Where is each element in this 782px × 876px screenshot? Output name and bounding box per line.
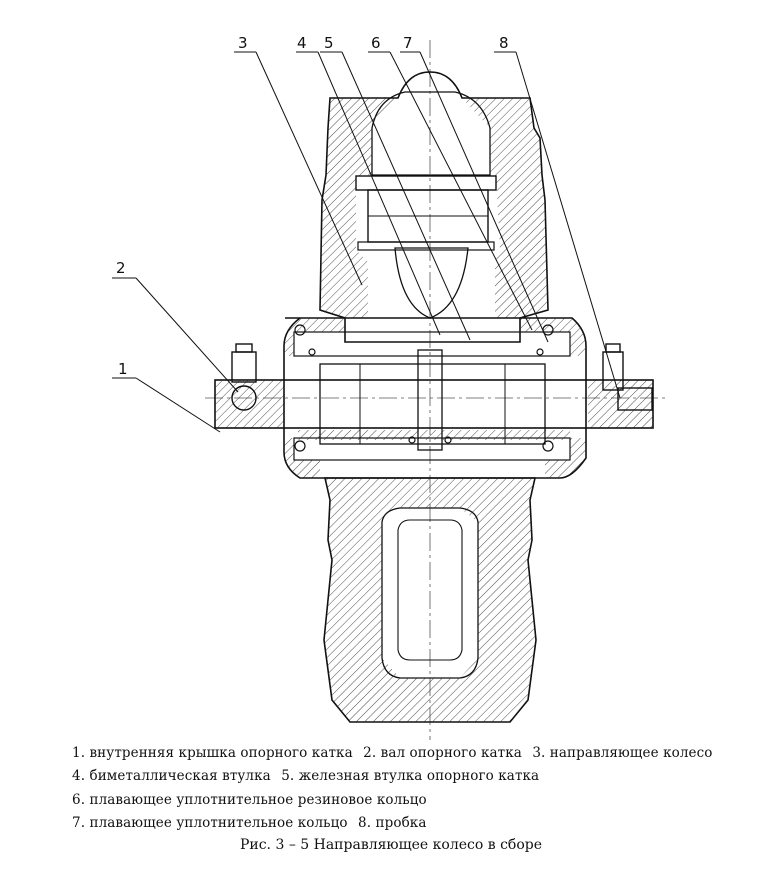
legend-item-8: 8. пробка: [358, 815, 427, 831]
callout-5: 5: [324, 34, 334, 52]
figure-caption: Рис. 3 – 5 Направляющее колесо в сборе: [239, 837, 543, 853]
legend-item-7: 7. плавающее уплотнительное кольцо: [72, 815, 348, 831]
legend-line-3: 6. плавающее уплотнительное резиновое ко…: [72, 792, 433, 808]
callout-1: 1: [118, 360, 128, 378]
callout-3: 3: [238, 34, 248, 52]
callout-8: 8: [499, 34, 509, 52]
legend-item-1: 1. внутренняя крышка опорного катка: [72, 745, 353, 761]
legend-item-3: 3. направляющее колесо: [532, 745, 713, 761]
legend-item-4: 4. биметаллическая втулка: [72, 768, 271, 784]
leader-lines: [112, 51, 621, 433]
plug-left: [231, 343, 257, 411]
callout-7: 7: [403, 34, 413, 52]
callout-6: 6: [371, 34, 381, 52]
legend-line-1: 1. внутренняя крышка опорного катка 2. в…: [72, 745, 719, 761]
upper-hatch: [320, 98, 548, 318]
housing-hatch: [284, 318, 586, 478]
seal-rings: [294, 324, 554, 452]
callout-4: 4: [297, 34, 307, 52]
lower-wheel-hatch: [324, 478, 536, 722]
callout-2: 2: [116, 259, 126, 277]
shaft-hatch: [215, 380, 653, 440]
legend-item-6: 6. плавающее уплотнительное резиновое ко…: [72, 792, 427, 808]
plug-right: [602, 343, 653, 411]
legend-item-2: 2. вал опорного катка: [363, 745, 522, 761]
legend-line-4: 7. плавающее уплотнительное кольцо 8. пр…: [72, 815, 432, 831]
assembly-drawing: 3 4 5 6 7 8 2 1: [112, 34, 665, 740]
legend-item-5: 5. железная втулка опорного катка: [281, 768, 540, 784]
legend-line-2: 4. биметаллическая втулка 5. железная вт…: [72, 768, 545, 784]
